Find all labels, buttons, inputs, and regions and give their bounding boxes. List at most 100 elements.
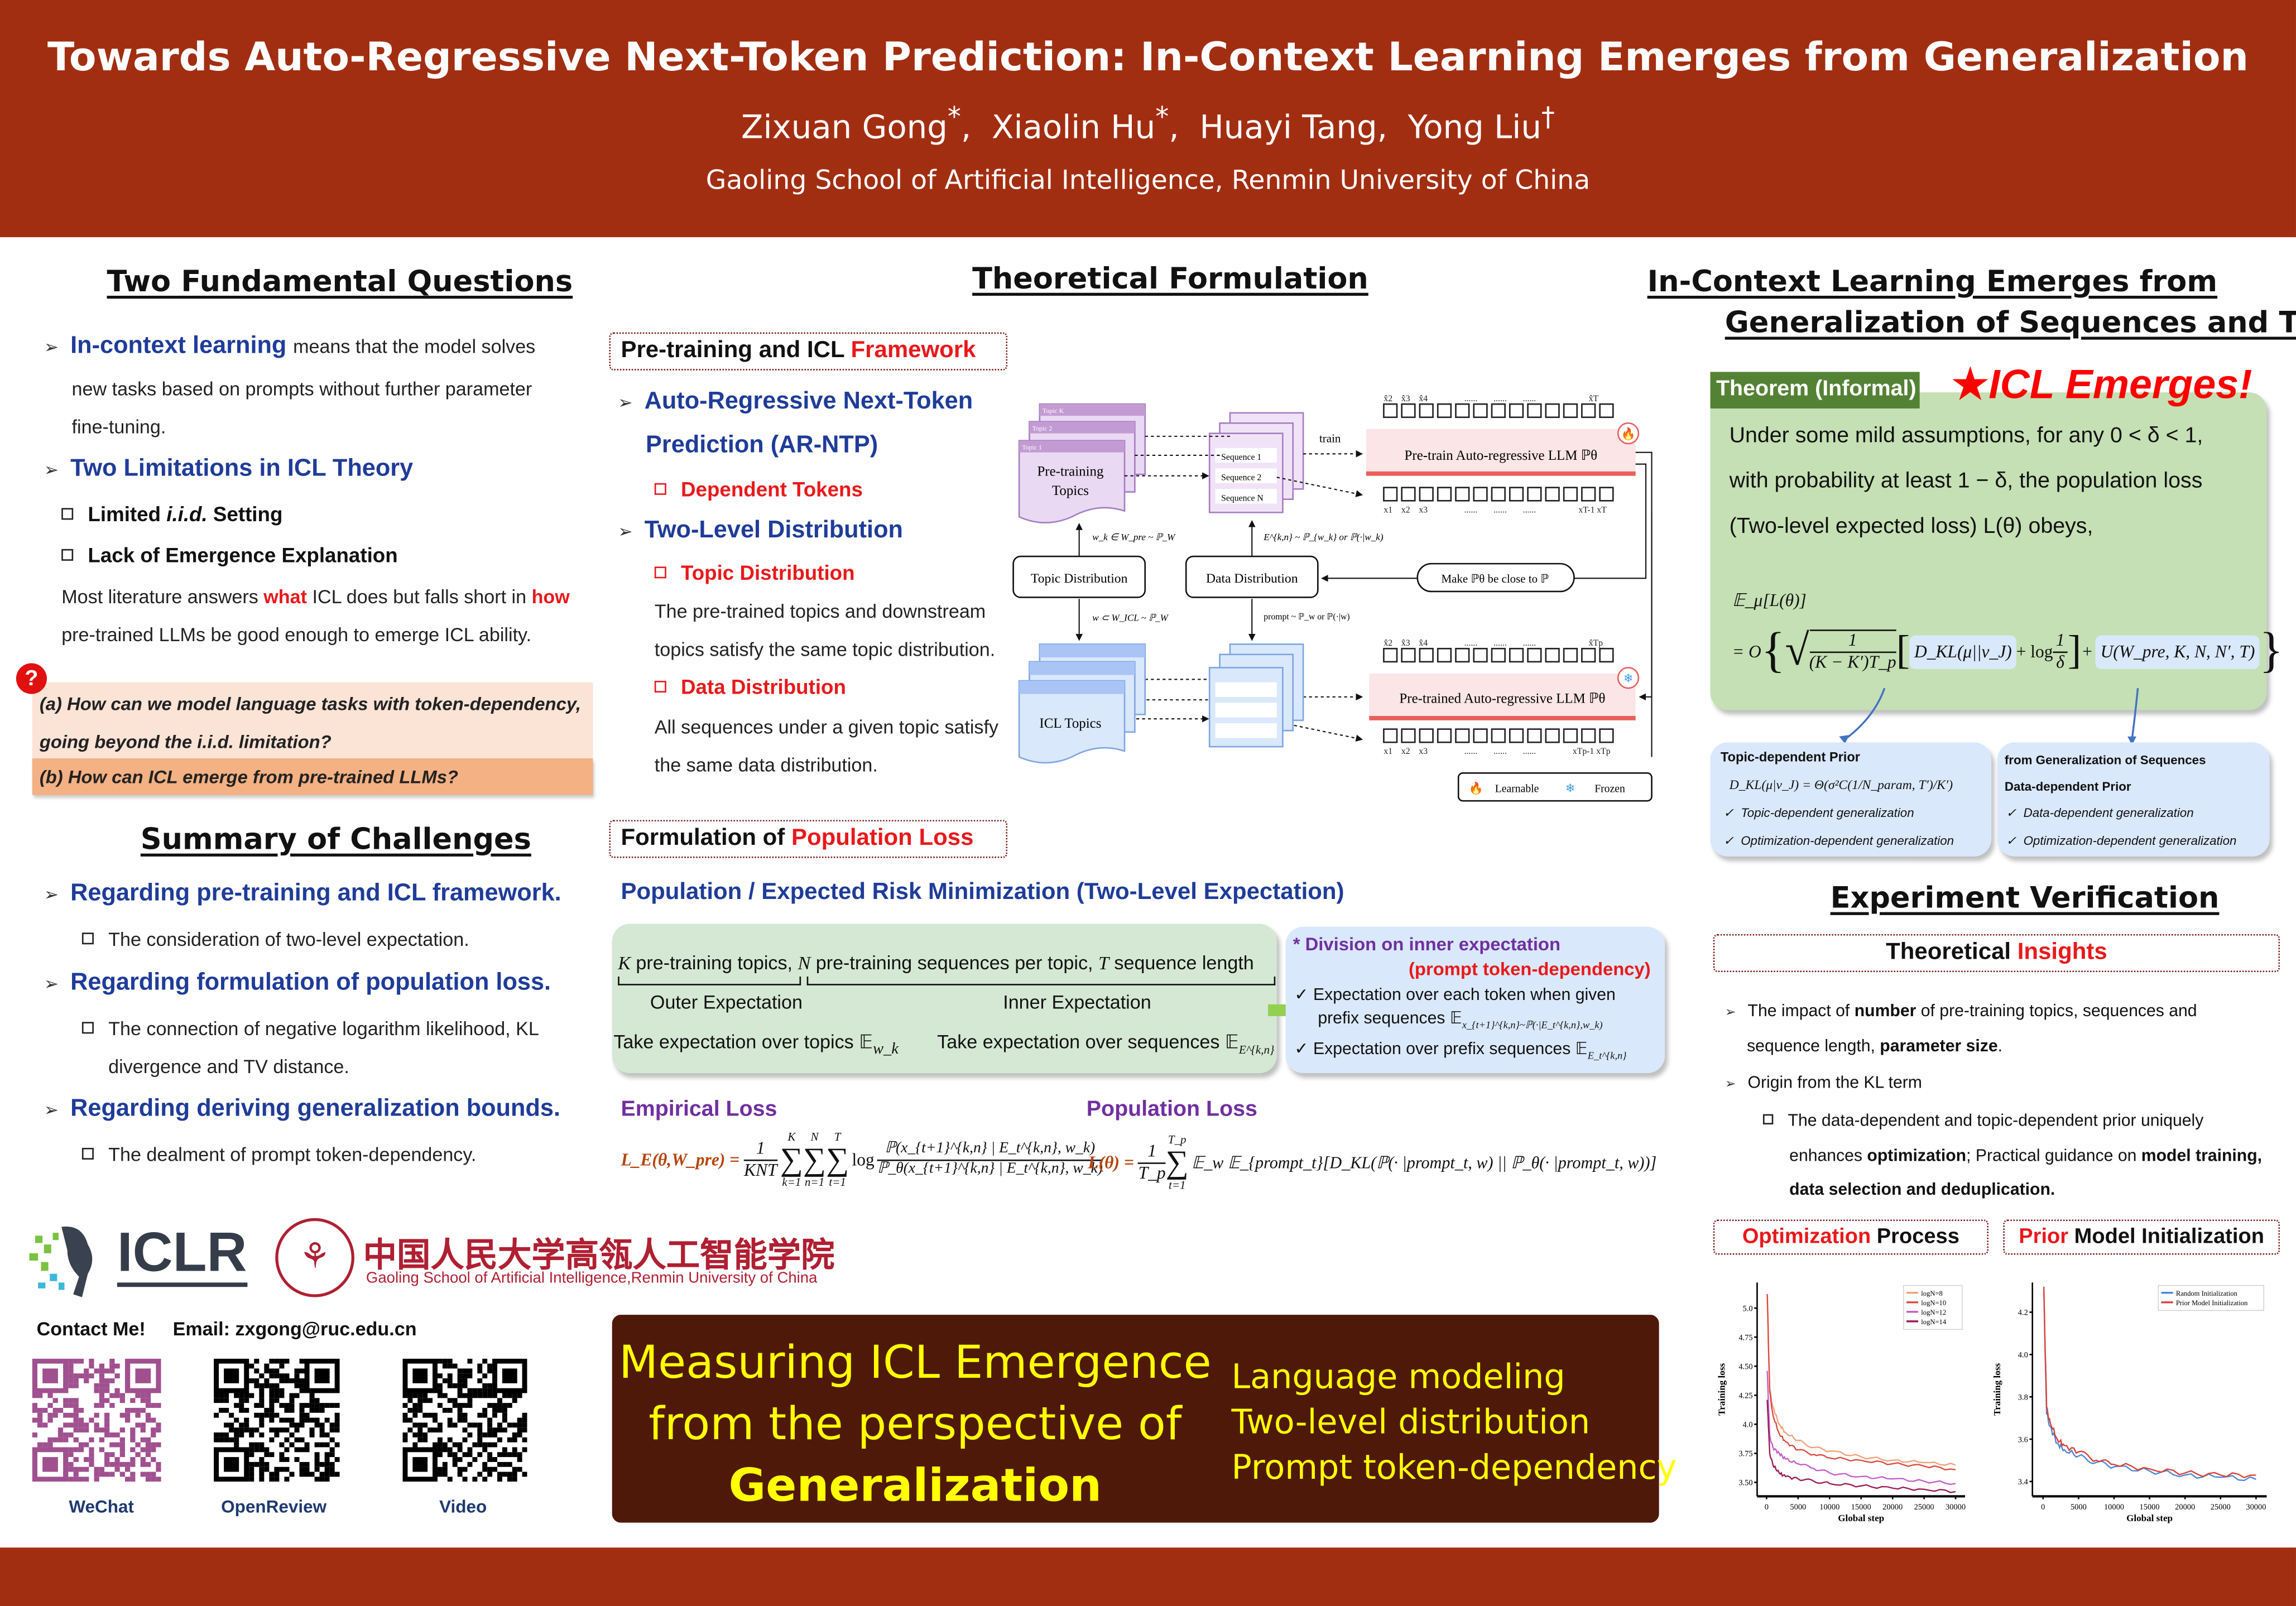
- question-a-cont: going beyond the i.i.d. limitation?: [39, 732, 332, 753]
- token-square: [1401, 403, 1416, 419]
- token-square: [1419, 487, 1434, 502]
- text: Formulation of: [621, 825, 791, 851]
- token-square: [1473, 647, 1488, 663]
- x-tick-label: 25000: [1914, 1503, 1934, 1512]
- text: ℙ_θ(x_{t+1}^{k,n} | E_t^{k,n}, w_k): [877, 1160, 1103, 1177]
- text: N: [810, 1130, 819, 1144]
- text: K: [618, 951, 631, 974]
- text: L(θ) =: [1088, 1151, 1134, 1172]
- literature-note: Most literature answers what ICL does bu…: [61, 585, 570, 607]
- token-label: x̂3: [1401, 394, 1410, 403]
- text: ICL does but falls short in: [306, 585, 532, 608]
- token-square: [1437, 487, 1452, 502]
- token-square: [1455, 487, 1470, 502]
- data-distribution: Data Distribution: [654, 675, 846, 699]
- text: train: [1319, 431, 1341, 445]
- outer-desc: Take expectation over topics 𝔼w_k: [613, 1031, 899, 1058]
- text: Lack of Emergence Explanation: [88, 543, 398, 567]
- text: The consideration of two-level expectati…: [108, 928, 469, 950]
- pretrained-llm-box: Pre-trained Auto-regressive LLM ℙθ ❄: [1369, 667, 1640, 720]
- square-bullet-icon: [61, 549, 74, 561]
- text: Data Distribution: [1206, 571, 1298, 586]
- token-label: ......: [1493, 638, 1507, 648]
- limitation-2: Lack of Emergence Explanation: [61, 543, 398, 567]
- qr-label: OpenReview: [221, 1496, 327, 1517]
- y-axis-label: Training loss: [1992, 1363, 2002, 1416]
- text: Pre-trained Auto-regressive LLM ℙθ: [1399, 691, 1605, 706]
- text: Framework: [851, 338, 976, 363]
- kl-term: D_KL(μ||ν_J): [1910, 634, 2016, 669]
- token-label: ......: [1523, 394, 1536, 403]
- text: Expectation over each token when given: [1313, 987, 1616, 1004]
- text: t=1: [1168, 1179, 1186, 1192]
- x-tick-label: 20000: [1882, 1503, 1903, 1512]
- iclr-logo-icon: [29, 1227, 93, 1297]
- text: The pre-trained topics and downstream: [654, 600, 986, 623]
- square-bullet-icon: [81, 1022, 94, 1034]
- video-qr-code[interactable]: [402, 1358, 527, 1482]
- text: All sequences under a given topic satisf…: [654, 715, 998, 738]
- wechat-qr-code[interactable]: [32, 1358, 161, 1482]
- sequence-stack: Sequence 1 Sequence 2 Sequence N: [1208, 412, 1304, 513]
- openreview-qr-code[interactable]: [214, 1358, 340, 1482]
- sum: N∑n=1: [803, 1130, 827, 1189]
- legend-label: Prior Model Initialization: [2176, 1299, 2248, 1307]
- text: ICL Topics: [1039, 716, 1101, 731]
- text: Optimization-dependent generalization: [2023, 833, 2237, 848]
- token-label: ......: [1464, 394, 1478, 403]
- challenge-sub: The dealment of prompt token-dependency.: [81, 1143, 476, 1165]
- text: Two Limitations in ICL Theory: [70, 455, 414, 482]
- section-title-emerges-2: Generalization of Sequences and Topics: [1725, 304, 2296, 340]
- population-loss-box: Formulation of Population Loss: [609, 820, 1008, 858]
- text: Sequence N: [1221, 493, 1264, 503]
- question-a: (a) How can we model language tasks with…: [39, 694, 581, 715]
- y-tick-label: 3.50: [1738, 1479, 1752, 1488]
- bullet-arrow-icon: ➢: [618, 521, 633, 542]
- author: Yong Liu: [1408, 110, 1541, 147]
- text: Auto-Regressive Next-Token: [644, 388, 973, 415]
- y-tick-label: 3.8: [2018, 1393, 2028, 1402]
- text: x_{t+1}^{k,n}~ℙ(·|E_t^{k,n},w_k): [1462, 1019, 1603, 1031]
- text: T: [834, 1130, 841, 1144]
- text: The data-dependent and topic-dependent p…: [1788, 1113, 2204, 1131]
- text: sequence length: [1108, 951, 1254, 974]
- iclr-logo-text: ICLR: [117, 1224, 247, 1287]
- text: sequence length,: [1747, 1038, 1880, 1056]
- y-tick-label: 3.75: [1738, 1450, 1752, 1459]
- text: (prompt token-dependency): [1408, 959, 1651, 980]
- token-label: x1: [1384, 505, 1392, 515]
- x-tick-label: 15000: [1851, 1503, 1871, 1512]
- challenge-3: ➢Regarding deriving generalization bound…: [44, 1095, 560, 1123]
- text: Frozen: [1594, 782, 1625, 795]
- text: Model Initialization: [2068, 1225, 2264, 1249]
- ruc-logo-en: Gaoling School of Artificial Intelligenc…: [366, 1269, 818, 1287]
- section-title-questions: Two Fundamental Questions: [107, 263, 573, 299]
- text: fine-tuning.: [71, 416, 166, 438]
- insights-box: Theoretical Insights: [1713, 934, 2280, 973]
- token-square: [1491, 403, 1506, 419]
- check-icon: ✓: [1294, 1041, 1309, 1059]
- insight-2: ➢Origin from the KL term: [1725, 1075, 1922, 1092]
- qr-label: Video: [439, 1496, 487, 1517]
- x-tick-label: 5000: [1790, 1503, 1806, 1512]
- question-box-b: [32, 758, 593, 795]
- email-link[interactable]: Email: zxgong@ruc.edu.cn: [172, 1318, 417, 1340]
- y-tick-label: 4.0: [2018, 1351, 2028, 1360]
- topic-label: Topic 1: [1022, 443, 1042, 451]
- fraction: ℙ(x_{t+1}^{k,n} | E_t^{k,n}, w_k)ℙ_θ(x_{…: [877, 1141, 1103, 1178]
- make-close-box: [1416, 562, 1575, 593]
- section-title-challenges: Summary of Challenges: [140, 821, 531, 857]
- series-line-logn-10: [1766, 1294, 1956, 1471]
- data-prior-card: [1997, 742, 2270, 857]
- token-label: ......: [1464, 747, 1478, 756]
- token-square: [1581, 403, 1596, 419]
- check-item: ✓ Topic-dependent generalization: [1723, 805, 1914, 820]
- text: Most literature answers: [61, 585, 264, 608]
- text: Two-level distribution: [1231, 1404, 1591, 1442]
